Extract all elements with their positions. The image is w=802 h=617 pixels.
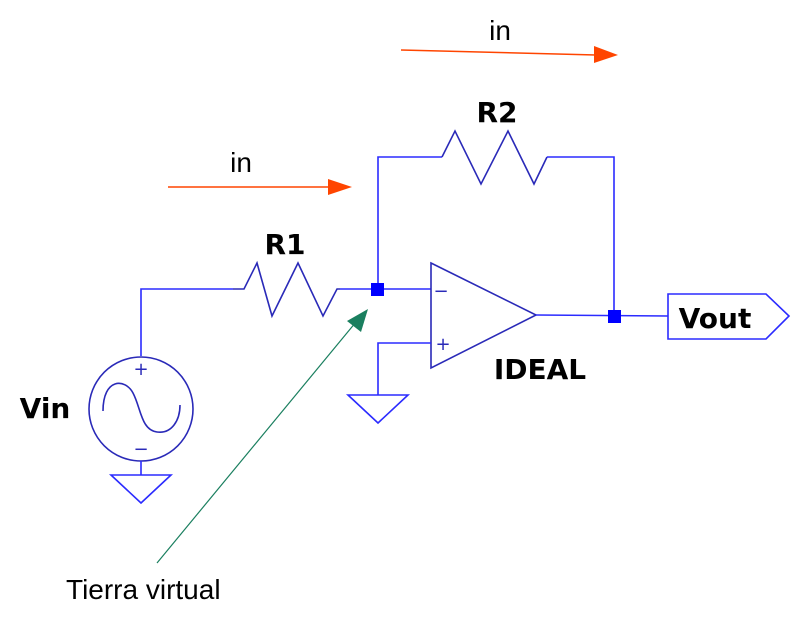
node-inverting-input	[371, 283, 384, 296]
current-label-input: in	[230, 147, 252, 178]
opamp-ideal	[430, 261, 538, 370]
noninverting-ground-wire	[377, 342, 431, 395]
input-wire	[140, 288, 233, 356]
resistor-r2	[441, 129, 548, 186]
source-minus-sign: −	[133, 439, 148, 460]
virtual-ground-label: Tierra virtual	[66, 574, 221, 605]
ground-icon-opamp	[345, 394, 411, 425]
vout-port	[667, 293, 791, 340]
virtual-ground-arrow	[156, 309, 368, 564]
vin-label: Vin	[20, 392, 71, 425]
feedback-wire-right	[547, 156, 615, 317]
node-output	[608, 310, 621, 323]
current-arrow-input	[168, 179, 352, 195]
r2-label: R2	[476, 96, 517, 129]
current-label-feedback: in	[489, 15, 511, 46]
source-plus-sign: +	[133, 359, 148, 380]
vout-label: Vout	[679, 302, 752, 335]
current-arrow-feedback	[400, 46, 618, 63]
sine-wave-icon	[102, 382, 181, 433]
opamp-inverting-sign: −	[433, 281, 448, 302]
opamp-label: IDEAL	[494, 353, 586, 386]
resistor-r1	[233, 260, 340, 319]
output-wire	[535, 314, 669, 317]
ground-icon-source	[108, 474, 174, 505]
feedback-wire-left	[377, 156, 442, 290]
r1-label: R1	[264, 228, 305, 261]
opamp-noninverting-sign: +	[435, 334, 450, 355]
